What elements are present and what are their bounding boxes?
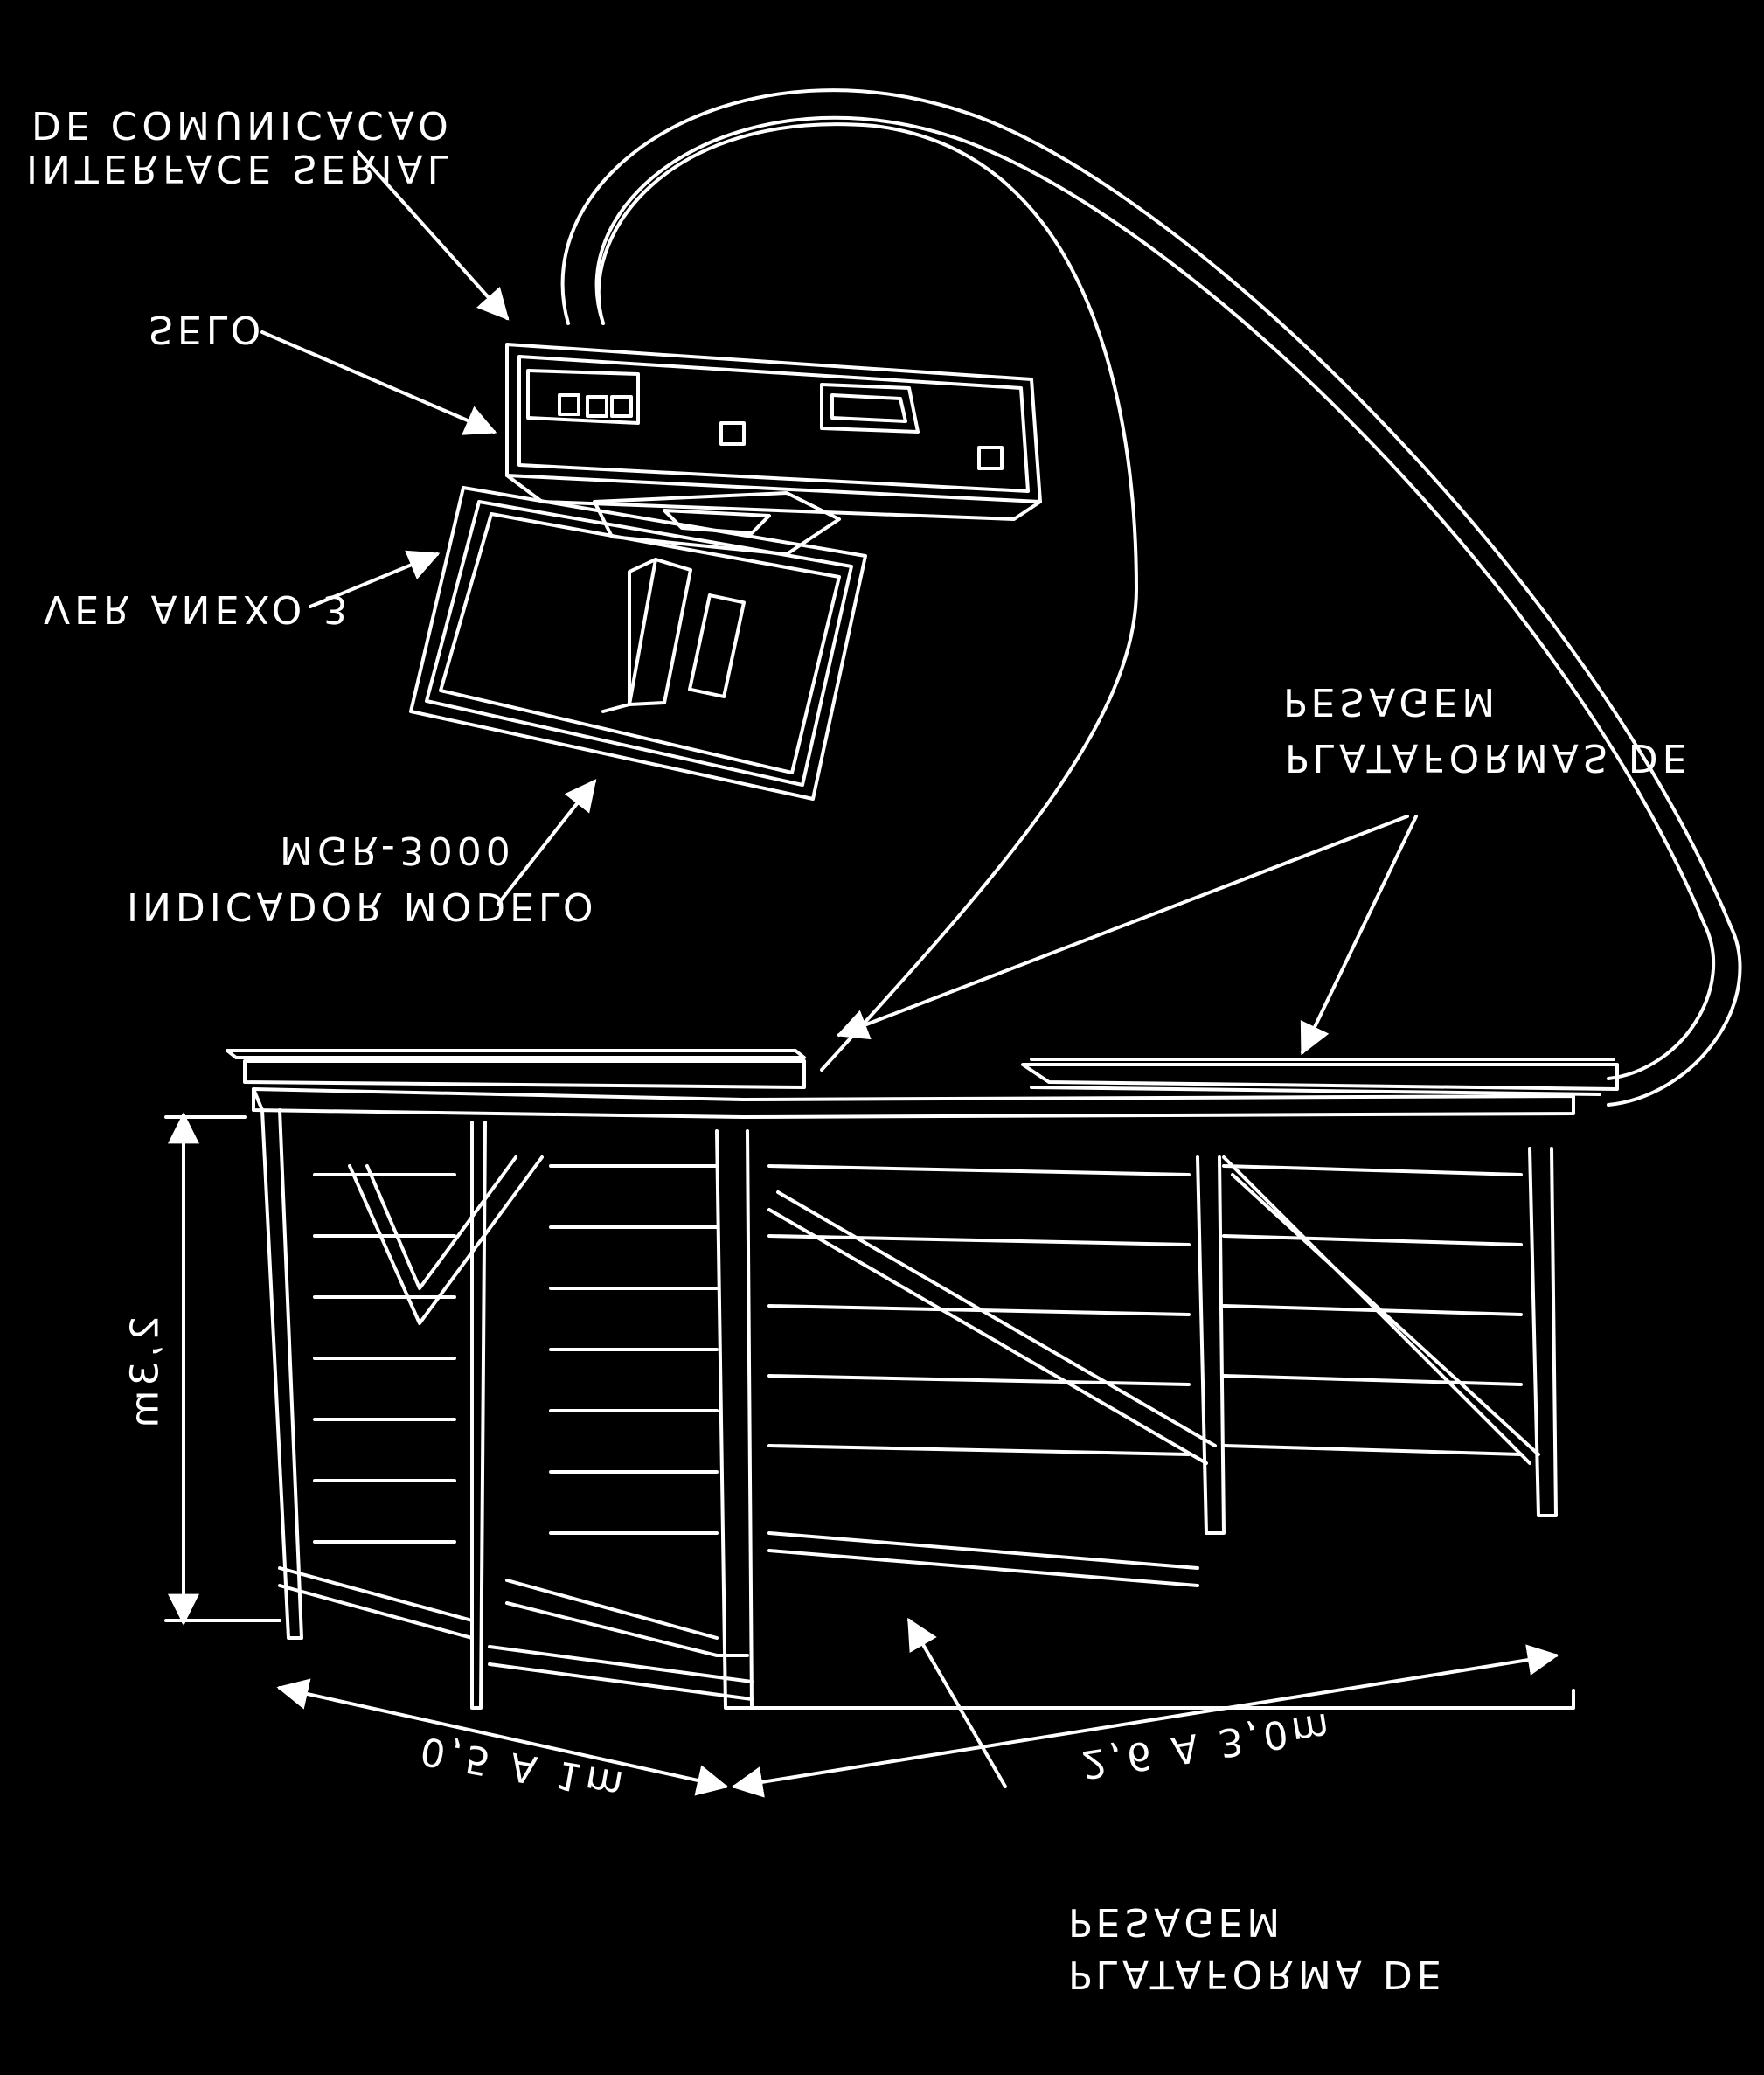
selo-label: SELO (149, 307, 266, 351)
indicator-front-panel (409, 486, 867, 801)
dimension-lines (164, 1112, 1559, 1798)
plataformas-label-line2: PLATAFORMAS DE (1285, 735, 1691, 780)
indicador-label-line2: INDICADOR MODELO (127, 884, 598, 928)
interface-label-line1: DE COMUNICACAO (31, 102, 453, 147)
indicador-label-line1: MGR-3000 (280, 828, 515, 872)
interface-label-line2: INTERFACE SERIAL (26, 146, 454, 191)
leader-arrows (260, 150, 1418, 1788)
platform-frame (252, 1087, 1575, 1710)
serial-cable (560, 88, 1742, 1107)
height-dimension-label: 2,3m (122, 1315, 168, 1433)
weighing-platforms (226, 1049, 1619, 1096)
plataforma-label-line2: PLATAFORMA DE (1068, 1952, 1446, 1996)
plataformas-label-line1: PESAGEM (1283, 679, 1500, 724)
indicator-housing (505, 343, 1042, 556)
plataforma-label-line1: PESAGEM (1068, 1899, 1285, 1944)
ver-anexo-label: VER ANEXO 3 (44, 586, 352, 631)
